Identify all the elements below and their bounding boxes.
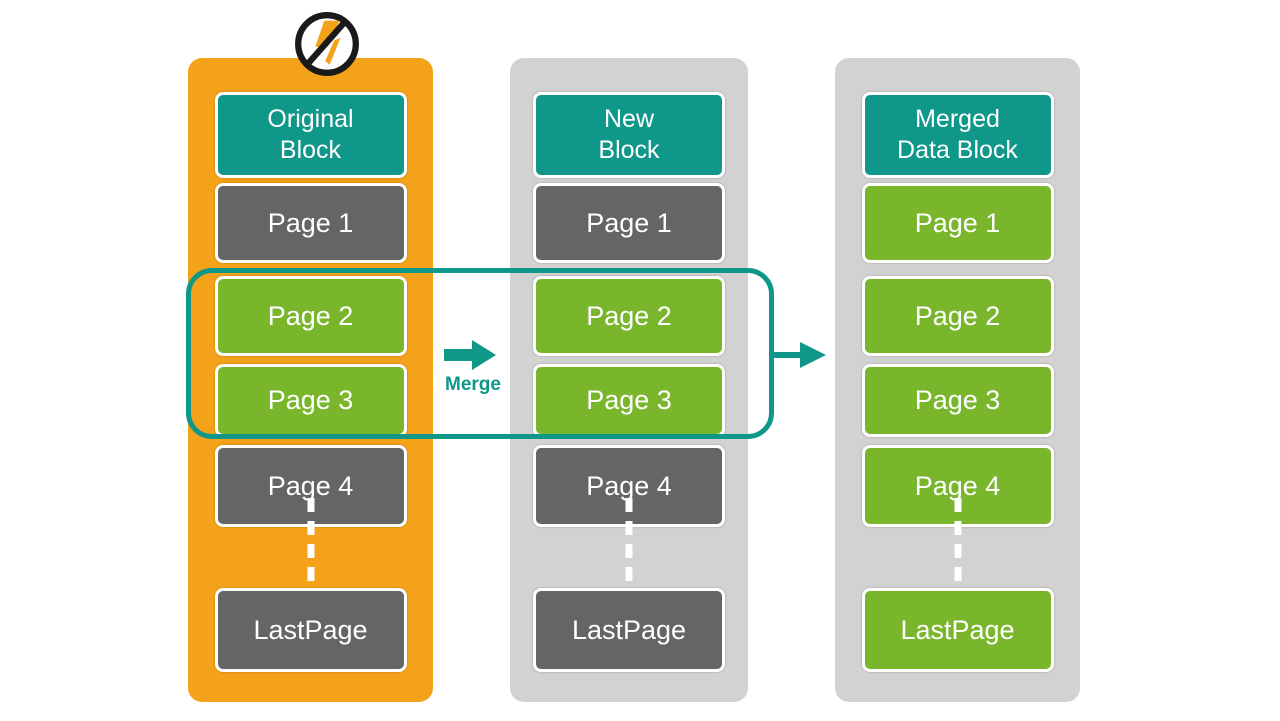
merged-page-3: Page 3	[861, 364, 1054, 437]
new-page-1: Page 1	[533, 183, 725, 263]
new-block-header: New Block	[533, 92, 725, 178]
new-block-container: New Block Page 1 Page 2 Page 3 Page 4 La…	[510, 58, 748, 702]
new-dashed-connector	[625, 498, 633, 590]
original-dashed-connector	[307, 498, 314, 590]
new-last-page: LastPage	[533, 588, 725, 672]
merged-block-header: Merged Data Block	[861, 92, 1054, 178]
original-last-page: LastPage	[214, 588, 407, 672]
original-block-header: Original Block	[214, 92, 407, 178]
merged-block-container: Merged Data Block Page 1 Page 2 Page 3 P…	[835, 58, 1080, 702]
merge-arrow-icon	[444, 340, 496, 370]
merged-last-page: LastPage	[861, 588, 1054, 672]
no-flash-icon	[295, 12, 359, 76]
new-page-3: Page 3	[533, 364, 725, 437]
merged-page-1: Page 1	[861, 183, 1054, 263]
original-page-1: Page 1	[214, 183, 407, 263]
merge-label: Merge	[445, 374, 501, 395]
original-page-3: Page 3	[214, 364, 407, 437]
merged-dashed-connector	[954, 498, 961, 590]
new-page-2: Page 2	[533, 276, 725, 356]
result-arrow-icon	[772, 342, 826, 368]
original-block-container: Original Block Page 1 Page 2 Page 3 Page…	[188, 58, 433, 702]
merged-page-2: Page 2	[861, 276, 1054, 356]
original-page-2: Page 2	[214, 276, 407, 356]
